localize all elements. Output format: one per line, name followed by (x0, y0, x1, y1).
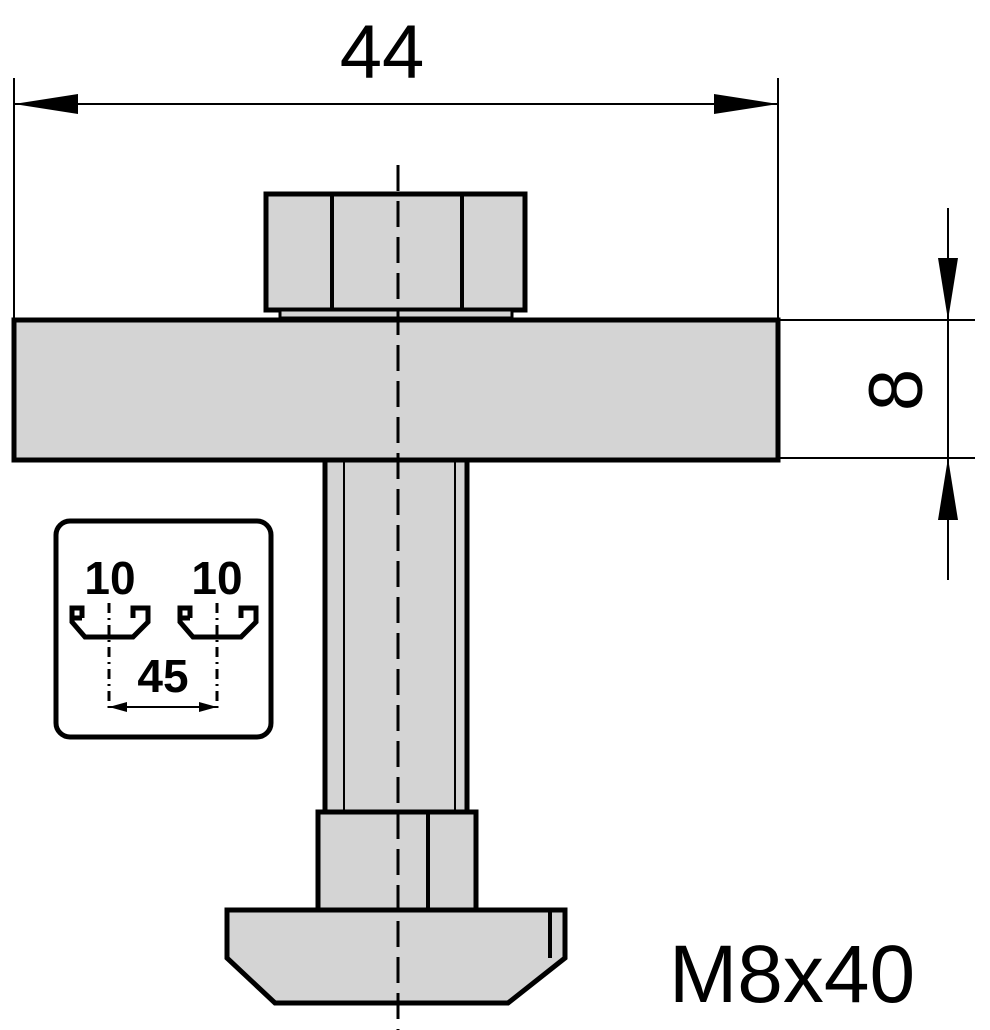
t-nut-head (224, 907, 568, 1006)
width-label: 44 (340, 10, 425, 95)
slot-right-label: 10 (191, 552, 242, 604)
spacing-label: 45 (137, 650, 188, 702)
clamp-plate (11, 317, 781, 463)
slot-left-label: 10 (84, 552, 135, 604)
part-designation: M8x40 (669, 929, 915, 1020)
thickness-label: 8 (854, 369, 939, 411)
profile-slot-icon: 10 10 45 (53, 518, 274, 740)
bolt-shaft (322, 457, 470, 815)
hex-nut (263, 191, 528, 320)
thickness-dimension: 8 (778, 208, 975, 580)
width-dimension: 44 (13, 10, 779, 320)
